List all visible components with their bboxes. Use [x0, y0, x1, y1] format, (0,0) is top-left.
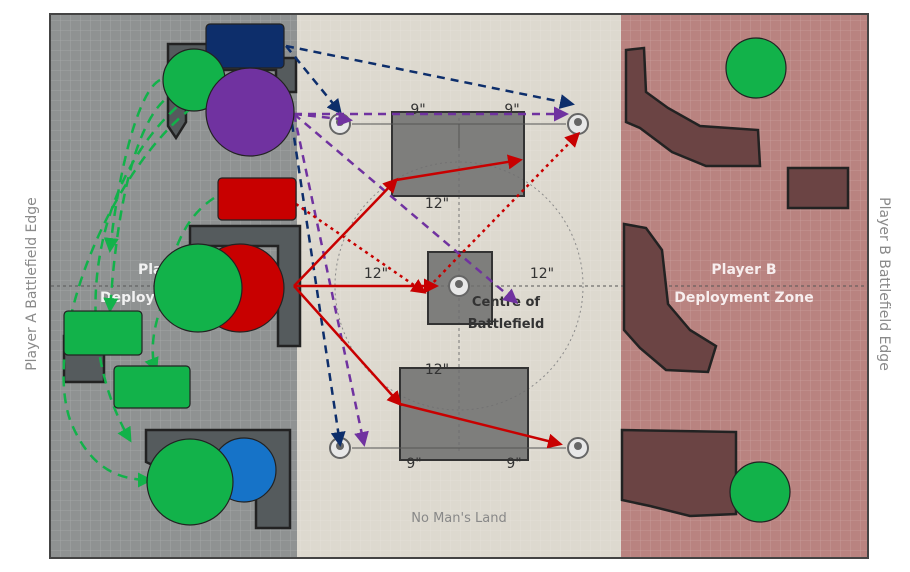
navy-arrow	[288, 109, 346, 447]
no-mans-land-label: No Man's Land	[411, 511, 506, 526]
ruin-b-top	[624, 46, 762, 168]
green-arc	[103, 90, 179, 313]
distance-centre-down: 12"	[425, 362, 449, 378]
objective-marker-icon[interactable]	[329, 113, 351, 135]
purple-token[interactable]	[205, 67, 295, 157]
red-token[interactable]	[217, 177, 297, 221]
red-arrow	[395, 154, 523, 182]
ruin-centre-bottom	[399, 367, 529, 461]
red-arrow	[293, 177, 399, 287]
player-a-zone-label-line2: Deploy	[100, 290, 155, 306]
centre-label-line2: Battlefield	[468, 317, 545, 332]
green-token[interactable]	[729, 461, 791, 523]
purple-arrow	[293, 113, 519, 304]
distance-top-right: 9"	[504, 102, 519, 118]
red-dotted-arrow	[295, 202, 427, 294]
green-token[interactable]	[63, 310, 143, 356]
distance-centre-up: 12"	[425, 196, 449, 212]
player-b-edge-label: Player B Battlefield Edge	[876, 197, 892, 371]
green-arc	[94, 76, 219, 443]
purple-arrow	[292, 113, 369, 447]
ruin-b-mid	[622, 222, 718, 374]
ruins-player-b	[620, 46, 850, 518]
ruin-b-right	[786, 166, 850, 210]
measurement-lines	[352, 123, 566, 449]
red-arrow	[293, 285, 403, 407]
distance-bottom-right: 9"	[506, 456, 521, 472]
objective-marker-icon[interactable]	[567, 113, 589, 135]
objective-marker-icon[interactable]	[448, 275, 470, 297]
objective-marker-icon[interactable]	[567, 437, 589, 459]
navy-arrow	[285, 44, 575, 109]
distance-top-left: 9"	[410, 102, 425, 118]
purple-move-arrows	[292, 106, 569, 447]
red-dotted-arrows	[295, 131, 581, 294]
green-arc	[62, 96, 207, 488]
navy-arrow	[285, 45, 342, 115]
green-move-arrows	[62, 76, 219, 488]
distance-centre-right: 12"	[530, 266, 554, 282]
distance-centre-left: 12"	[364, 266, 388, 282]
centre-range-circle	[334, 161, 584, 411]
green-token[interactable]	[153, 243, 243, 333]
player-b-zone-label-line1: Player B	[711, 262, 776, 278]
green-arc	[144, 196, 215, 373]
green-token[interactable]	[146, 438, 234, 526]
red-dotted-arrow	[423, 131, 581, 293]
player-b-zone-label-line2: Deployment Zone	[674, 290, 814, 306]
green-token[interactable]	[725, 37, 787, 99]
green-token[interactable]	[113, 365, 191, 409]
purple-arrow	[293, 111, 353, 127]
navy-move-arrows	[285, 44, 575, 447]
red-move-arrows	[293, 154, 563, 449]
distance-bottom-left: 9"	[406, 456, 421, 472]
player-a-edge-label: Player A Battlefield Edge	[24, 197, 40, 371]
ruin-b-bottom	[620, 428, 738, 518]
centre-label-line1: Centre of	[472, 295, 541, 310]
objective-marker-icon[interactable]	[329, 437, 351, 459]
red-arrow	[399, 402, 563, 449]
tokens	[63, 23, 791, 526]
green-arc	[103, 78, 161, 253]
ruin-centre-top	[391, 111, 525, 197]
